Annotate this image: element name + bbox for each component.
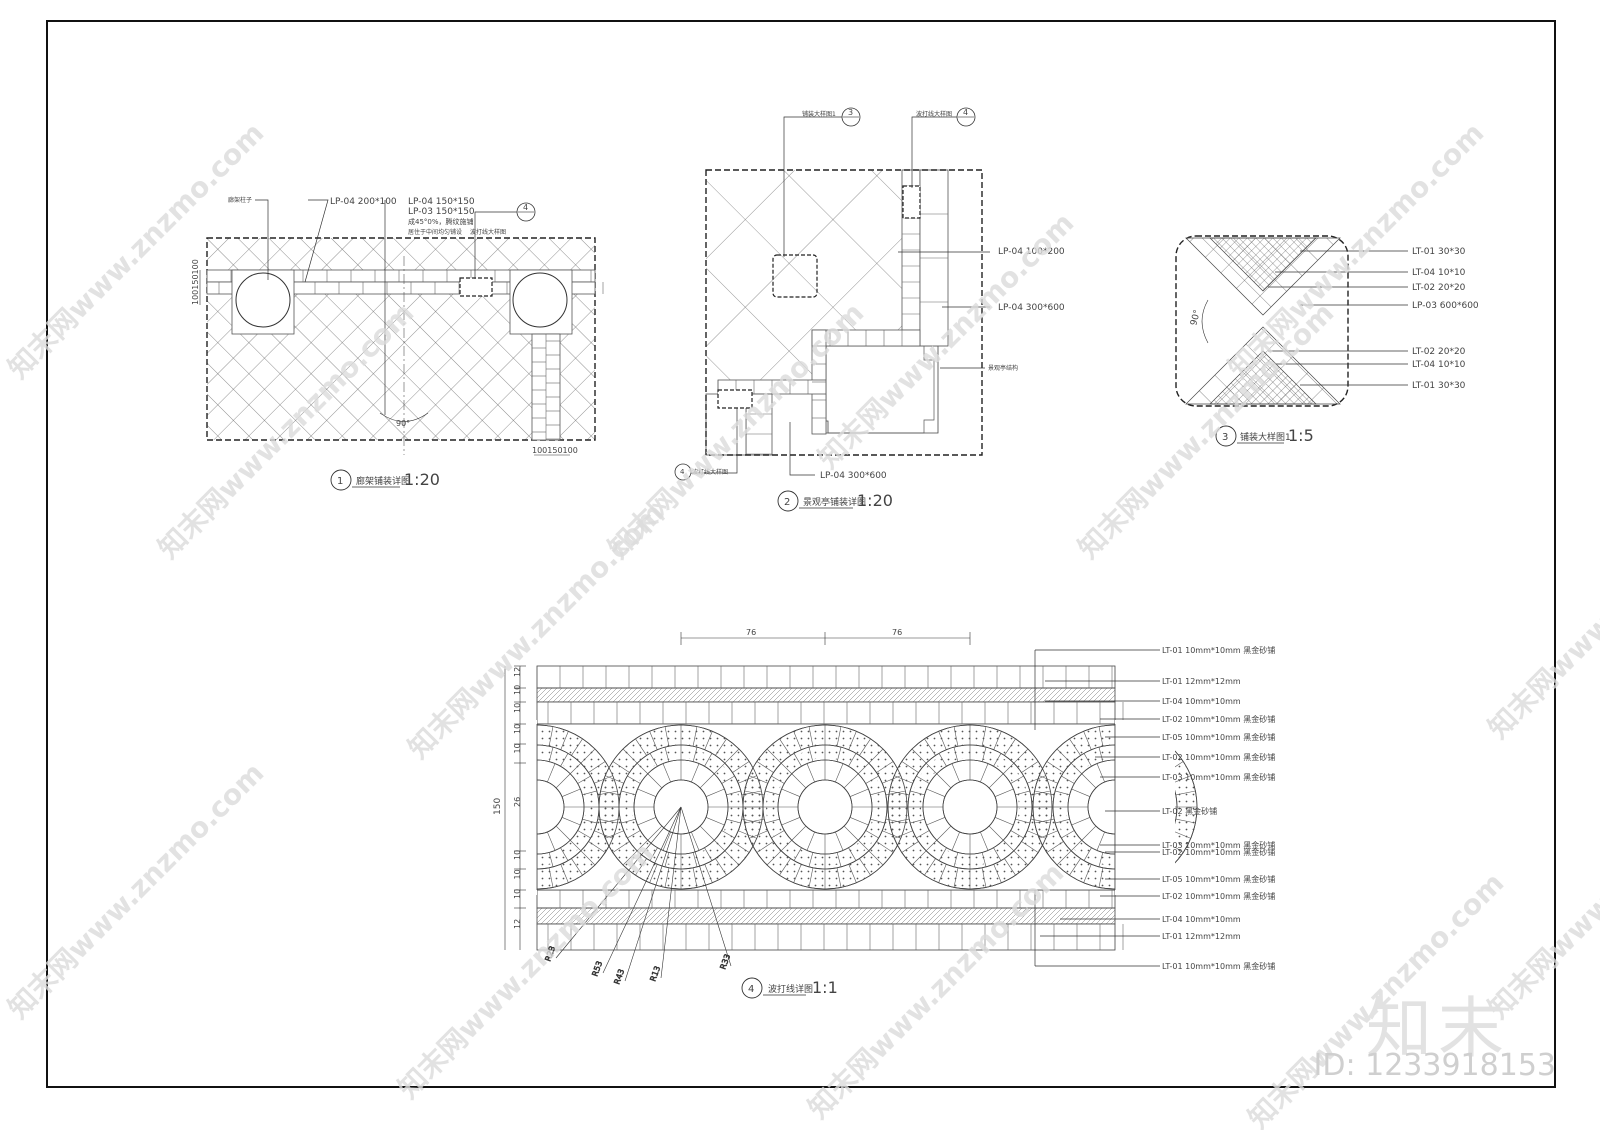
v2-number: 2: [784, 497, 790, 508]
v4-left-dim: 12: [513, 667, 522, 677]
watermark-text: 知末网www.znzmo.com: [2, 756, 271, 1025]
v4-label: LT-05 10mm*10mm 黑金砂铺: [1162, 874, 1275, 884]
v4-label: LT-02 10mm*10mm 黑金砂铺: [1162, 752, 1275, 762]
v4-label: LT-02 10mm*10mm 黑金砂铺: [1162, 891, 1275, 901]
v1-label-2: LP-04 150*150: [408, 197, 475, 207]
v4-label: LT-01 10mm*10mm 黑金砂铺: [1162, 961, 1275, 971]
v2-label-2: LP-04 300*600: [998, 303, 1065, 313]
v4-radius: R43: [612, 968, 626, 986]
v4-label: LT-02 黑金砂铺: [1162, 806, 1217, 816]
v4-label: LT-01 12mm*12mm: [1162, 677, 1241, 686]
v2-label-4: LP-04 300*600: [820, 471, 887, 481]
v2-c4-text: 波打线大样图: [916, 110, 952, 118]
v3-label: LP-03 600*600: [1412, 301, 1479, 311]
v2-c4b-text: 波打线大样图: [692, 468, 728, 476]
id-watermark: ID: 1233918153: [1313, 1048, 1556, 1083]
v3-scale: 1:5: [1288, 426, 1314, 445]
v2-c3-num: 3: [848, 108, 853, 117]
v2-c4-num: 4: [963, 108, 968, 117]
v4-number: 4: [748, 984, 754, 995]
v4-left-dim: 12: [513, 919, 522, 929]
v3-label: LT-02 20*20: [1412, 347, 1466, 357]
v4-left-dim: 10: [513, 703, 522, 713]
v4-label: LT-02 10mm*10mm 黑金砂铺: [1162, 714, 1275, 724]
v4-top-dim-2: 76: [892, 628, 902, 637]
v1-label-col: 廊架柱子: [228, 196, 252, 204]
drawing-frame: [46, 20, 1556, 1088]
v1-label-3: LP-03 150*150: [408, 207, 475, 217]
v1-title: 廊架铺装详图: [356, 475, 410, 487]
v3-angle: 90°: [1189, 309, 1203, 327]
v4-scale: 1:1: [812, 978, 838, 997]
v4-left-dim: 10: [513, 850, 522, 860]
v4-label: LT-01 12mm*12mm: [1162, 932, 1241, 941]
v3-label: LT-04 10*10: [1412, 360, 1466, 370]
v4-label: LT-04 10mm*10mm: [1162, 915, 1241, 924]
v3-label: LT-02 20*20: [1412, 283, 1466, 293]
v3-title: 铺装大样图1: [1240, 431, 1291, 443]
v1-scale: 1:20: [404, 470, 440, 489]
v2-label-3: 景观亭结构: [988, 364, 1018, 372]
v4-title: 波打线详图: [768, 983, 813, 995]
v4-left-dim: 10: [513, 685, 522, 695]
v4-left-dim: 10: [513, 869, 522, 879]
v3-label: LT-01 30*30: [1412, 247, 1466, 257]
v4-left-dim: 26: [513, 797, 522, 807]
v1-number: 1: [337, 476, 343, 487]
v2-scale: 1:20: [857, 491, 893, 510]
v1-label-5: 居住于中间均匀铺设: [408, 228, 462, 236]
v1-dim-left: 100150100: [191, 259, 200, 305]
v4-label: LT-03 10mm*10mm 黑金砂铺: [1162, 840, 1275, 850]
v1-label-4: 成45°0%，腾纹施铺: [408, 217, 474, 226]
v4-left-dim: 10: [513, 724, 522, 734]
v4-label: LT-02 10mm*10mm 黑金砂铺: [1162, 847, 1275, 857]
v1-angle: 90°: [396, 419, 410, 428]
v3-number: 3: [1222, 432, 1228, 443]
v2-label-1: LP-04 100*200: [998, 247, 1065, 257]
v3-label: LT-01 30*30: [1412, 381, 1466, 391]
v4-total: 150: [493, 798, 503, 815]
view1-pergola-paving: 廊架柱子 LP-04 200*100 LP-04 150*150 LP-03 1…: [191, 196, 604, 491]
watermark-text: 知末网www.znzmo.com: [1482, 476, 1600, 745]
v4-radius: R13: [648, 965, 662, 983]
v2-c3-text: 铺装大样图1: [802, 110, 836, 118]
v1-label-1: LP-04 200*100: [330, 197, 397, 207]
v2-title: 景观亭铺装详图: [803, 496, 866, 508]
v4-label: LT-03 10mm*10mm 黑金砂铺: [1162, 772, 1275, 782]
v1-dim-bottom: 100150100: [532, 446, 578, 455]
v4-label: LT-04 10mm*10mm: [1162, 697, 1241, 706]
v4-top-dim-1: 76: [746, 628, 756, 637]
v4-label: LT-01 10mm*10mm 黑金砂铺: [1162, 645, 1275, 655]
v1-callout-num: 4: [523, 203, 528, 212]
v4-radius: R53: [590, 960, 604, 978]
v4-radius: R33: [718, 953, 732, 971]
v2-c4b-num: 4: [680, 468, 685, 476]
view2-pavilion-paving: 铺装大样图1 3 波打线大样图 4 LP-04 100*200 LP-04 30…: [674, 107, 1065, 512]
v1-callout-text: 波打线大样图: [470, 228, 506, 236]
v4-label: LT-05 10mm*10mm 黑金砂铺: [1162, 732, 1275, 742]
brand-watermark: 知末: [1366, 990, 1510, 1067]
v4-left-dim: 10: [513, 889, 522, 899]
v3-label: LT-04 10*10: [1412, 268, 1466, 278]
v4-left-dim: 10: [513, 743, 522, 753]
